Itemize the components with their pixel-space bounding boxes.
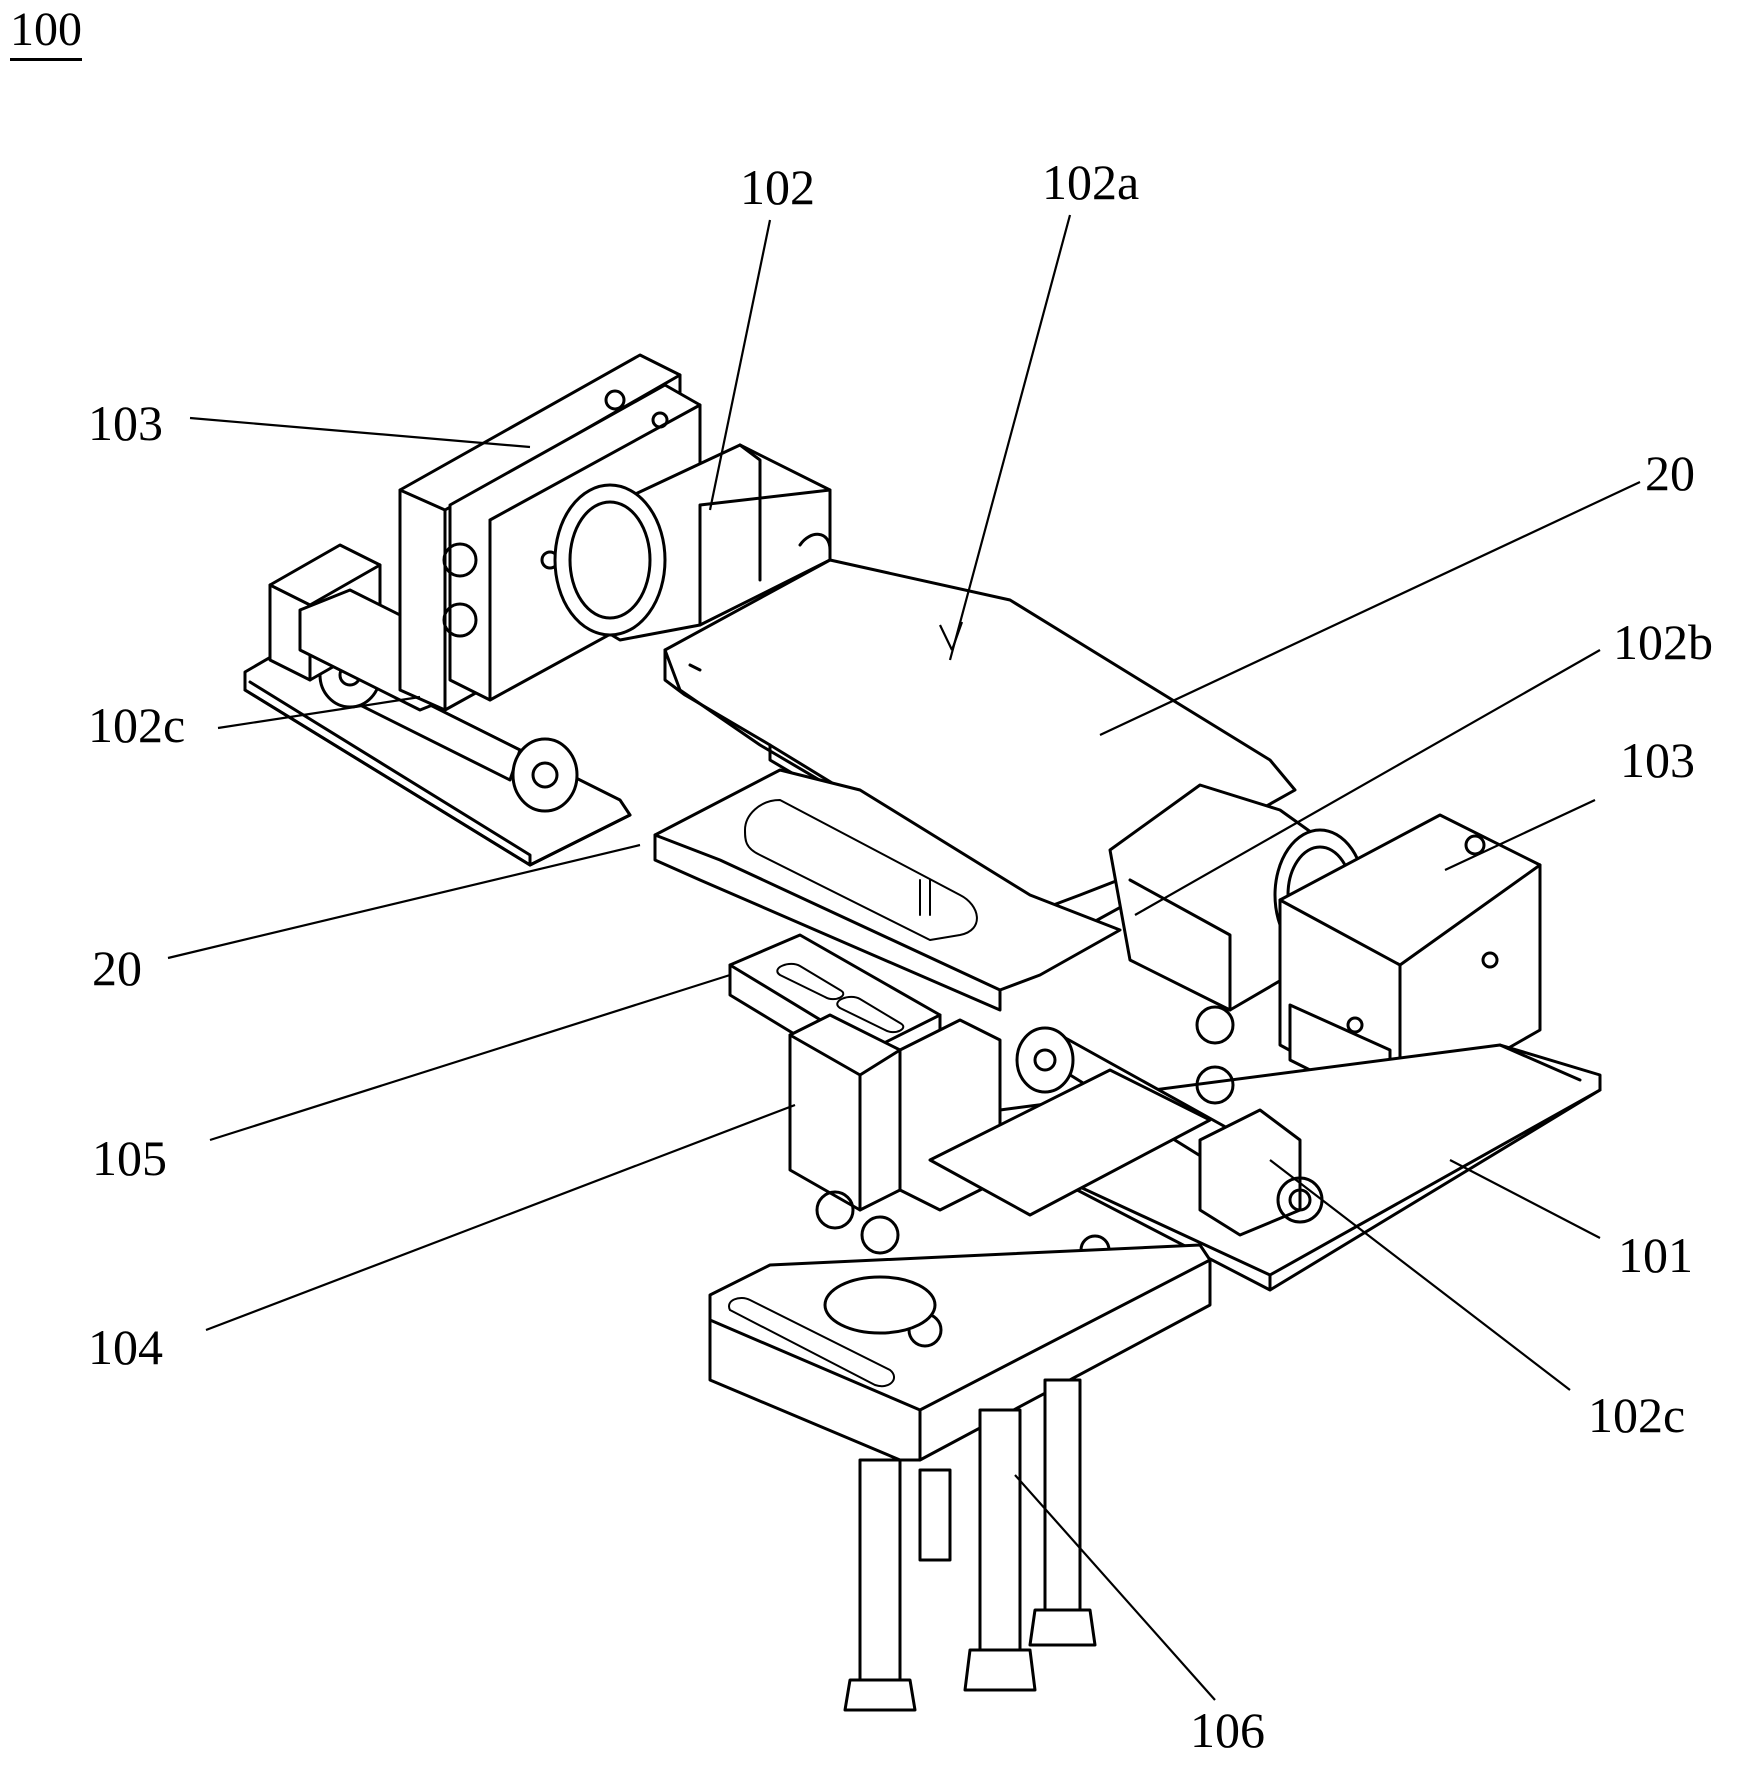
leader-101 bbox=[1450, 1160, 1600, 1238]
label-102c-left: 102c bbox=[88, 700, 185, 750]
leader-105 bbox=[210, 975, 730, 1140]
leader-102c-right bbox=[1270, 1160, 1570, 1390]
label-102c-right: 102c bbox=[1588, 1390, 1685, 1440]
leader-20-right bbox=[1100, 482, 1640, 735]
label-20-left: 20 bbox=[92, 943, 142, 993]
label-103-left: 103 bbox=[88, 398, 163, 448]
label-101: 101 bbox=[1618, 1230, 1693, 1280]
label-102: 102 bbox=[740, 162, 815, 212]
label-106: 106 bbox=[1190, 1705, 1265, 1755]
label-103-right: 103 bbox=[1620, 735, 1695, 785]
rods-106 bbox=[845, 1380, 1095, 1710]
leader-104 bbox=[206, 1105, 795, 1330]
label-105: 105 bbox=[92, 1133, 167, 1183]
leader-20-left bbox=[168, 845, 640, 958]
lower-base-block bbox=[710, 1245, 1210, 1460]
leader-103-left bbox=[190, 418, 530, 447]
label-102b: 102b bbox=[1613, 617, 1713, 667]
label-104: 104 bbox=[88, 1322, 163, 1372]
label-20-right: 20 bbox=[1645, 448, 1695, 498]
leader-102a bbox=[950, 215, 1070, 660]
label-102a: 102a bbox=[1042, 157, 1139, 207]
